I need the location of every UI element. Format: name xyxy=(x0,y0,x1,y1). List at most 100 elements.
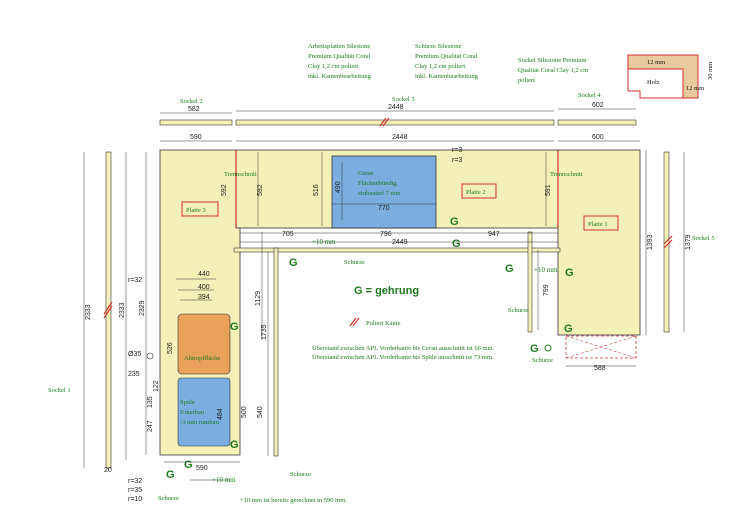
holz-label: Holz xyxy=(647,79,660,86)
note-line: inkl. Kantenbearbeitung xyxy=(415,73,479,80)
r3-top: r=3 xyxy=(452,147,462,154)
schurze-labels: Schurze Schurze Schurze Schurze Schurze xyxy=(158,259,553,502)
dim-h400: 400 xyxy=(198,284,210,291)
dim-v592a: 592 xyxy=(221,184,228,196)
dim-v592b: 592 xyxy=(257,184,264,196)
sockel1-label: Sockel 1 xyxy=(48,387,71,394)
platte1-label: Platte 1 xyxy=(588,221,608,228)
gehrung-marks: G G G G G G G G G G G xyxy=(166,216,574,481)
spuele-line2: Unterbau xyxy=(180,409,205,416)
schurze-label: Schurze xyxy=(508,307,529,314)
g-mark: G xyxy=(505,263,514,275)
top-dimensions: 590 2448 600 xyxy=(160,134,640,142)
g-mark: G xyxy=(184,459,193,471)
ueberstand-ceran: Überstand zwischen APL Vorderkante bis C… xyxy=(312,345,495,352)
g-mark: G xyxy=(564,323,573,335)
note-schuerze: Schürze Silestone Premium Qualität Coral… xyxy=(415,43,479,80)
sockel2-label: Sockel 2 xyxy=(180,98,203,105)
g-mark: G xyxy=(565,267,574,279)
horizontal-dims-mid: 705 796 947 +10 mm 2449 xyxy=(240,231,558,246)
holz-dim-top: 12 mm xyxy=(647,59,665,66)
dim-v1393: 1393 xyxy=(647,234,654,250)
g-mark: G xyxy=(166,469,175,481)
note-line: Arbeitsplatten Silestone xyxy=(308,43,370,50)
ceran-line2: Flächenbündig xyxy=(358,180,397,187)
note-line: Sockel Silestone Premium xyxy=(518,57,587,64)
note-sockel: Sockel Silestone Premium Qualität Coral … xyxy=(518,57,588,84)
dim-v1129: 1129 xyxy=(255,291,262,306)
g-mark: G xyxy=(230,439,239,451)
dim-v799: 799 xyxy=(543,284,550,296)
dim-v2333b: 2333 xyxy=(119,302,126,318)
note-line: Schürze Silestone xyxy=(415,43,462,50)
abtropf-label: Abtropffläche xyxy=(184,355,220,362)
sockel5-label: Sockel 5 xyxy=(692,235,715,242)
note-line: poliert xyxy=(518,77,535,84)
dim-v135: 135 xyxy=(147,396,154,408)
legend: G = gehrung Poliert Kante Überstand zwis… xyxy=(240,285,495,504)
plate-labels: Platte 3 Platte 2 Platte 1 Trennschnitt … xyxy=(181,171,619,231)
dim-s4: 602 xyxy=(592,102,604,109)
dim-h770: 770 xyxy=(378,205,390,212)
holz-detail: 12 mm 12 mm Holz 30 mm xyxy=(627,54,714,99)
g-mark: G xyxy=(450,216,459,228)
poliert-legend: Poliert Kante xyxy=(366,320,401,327)
sockel-top-strips: Sockel 2 Sockel 3 Sockel 4 582 2448 602 xyxy=(159,92,637,127)
sockel4-label: Sockel 4 xyxy=(578,92,601,99)
dim-top590: 590 xyxy=(190,134,202,141)
note-line: Clay 1,2 cm poliert xyxy=(415,63,465,70)
dim-top600: 600 xyxy=(592,134,604,141)
dim-v20: 20 xyxy=(104,467,112,474)
sockel3-label: Sockel 3 xyxy=(392,96,415,103)
dim-v122: 122 xyxy=(153,380,160,392)
g-mark: G xyxy=(289,257,298,269)
dim-s2: 582 xyxy=(188,106,200,113)
dim-h590b: 590 xyxy=(196,465,208,472)
holz-dim-right: 12 mm xyxy=(686,85,704,92)
ceran-cutout: Ceran Flächenbündig einbautief 7 mm 490 … xyxy=(331,147,462,229)
platte3-label: Platte 3 xyxy=(186,207,206,214)
holz-dim-side: 30 mm xyxy=(707,62,714,80)
dim-h705: 705 xyxy=(282,231,294,238)
dim-v2329: 2329 xyxy=(139,300,146,316)
dim-s3: 2448 xyxy=(388,104,404,111)
schurze-label: Schurze xyxy=(290,471,311,478)
gehrung-legend: G = gehrung xyxy=(354,285,419,297)
note-line: Qualität Coral Clay 1,2 cm xyxy=(518,67,588,74)
schurze-label: Schurze xyxy=(344,259,365,266)
vertical-dims-top: 592 592 516 591 xyxy=(221,152,552,226)
note-line: Premium Qualität Coral xyxy=(308,53,371,60)
dim-v490: 490 xyxy=(335,181,342,193)
r3-side: r=3 xyxy=(452,157,462,164)
r32-top: r=32 xyxy=(128,277,142,284)
dim-h588: 588 xyxy=(594,365,606,372)
right-dims: 1393 1379 Sockel 5 799 +10 mm 588 xyxy=(534,150,715,372)
ceran-line3: einbautief 7 mm xyxy=(358,190,401,197)
sink-area: 440 400 394 r=32 Abtropffläche 526 Ø35 2… xyxy=(128,271,264,447)
dim-v1379: 1379 xyxy=(685,234,692,250)
dim-h440: 440 xyxy=(198,271,210,278)
r32-bottom: r=32 xyxy=(128,478,142,485)
dim-v247: 247 xyxy=(147,420,154,432)
dim-v10: +10 mm xyxy=(534,266,558,274)
dim-v235: 235 xyxy=(128,371,140,378)
g-mark: G xyxy=(230,321,239,333)
bottom-dims: 590 +10 mm r=32 r=35 r=10 xyxy=(128,461,240,503)
note-line: Premium Qualität Coral xyxy=(415,53,478,60)
trennschnitt-right-label: Trennschnitt xyxy=(550,171,583,178)
dim-v500: 500 xyxy=(241,406,248,418)
bottom-note: +10 mm ist bereits gerechnet in 590 mm. xyxy=(240,497,347,504)
trennschnitt-left-label: Trennschnitt xyxy=(224,171,257,178)
dim-h2449: 2449 xyxy=(392,239,408,246)
d35-label: Ø35 xyxy=(128,351,141,358)
note-arbeitsplatten: Arbeitsplatten Silestone Premium Qualitä… xyxy=(308,43,372,80)
platte2-label: Platte 2 xyxy=(466,189,486,196)
dim-h10a: +10 mm xyxy=(312,238,336,246)
left-dims: Sockel 1 2333 2333 2329 20 1129 1735 xyxy=(48,151,269,474)
g-mark: G xyxy=(530,343,539,355)
dim-v591: 591 xyxy=(545,184,552,196)
r35-bottom: r=35 xyxy=(128,487,142,494)
r10-bottom: r=10 xyxy=(128,496,142,503)
dim-v516: 516 xyxy=(313,184,320,196)
